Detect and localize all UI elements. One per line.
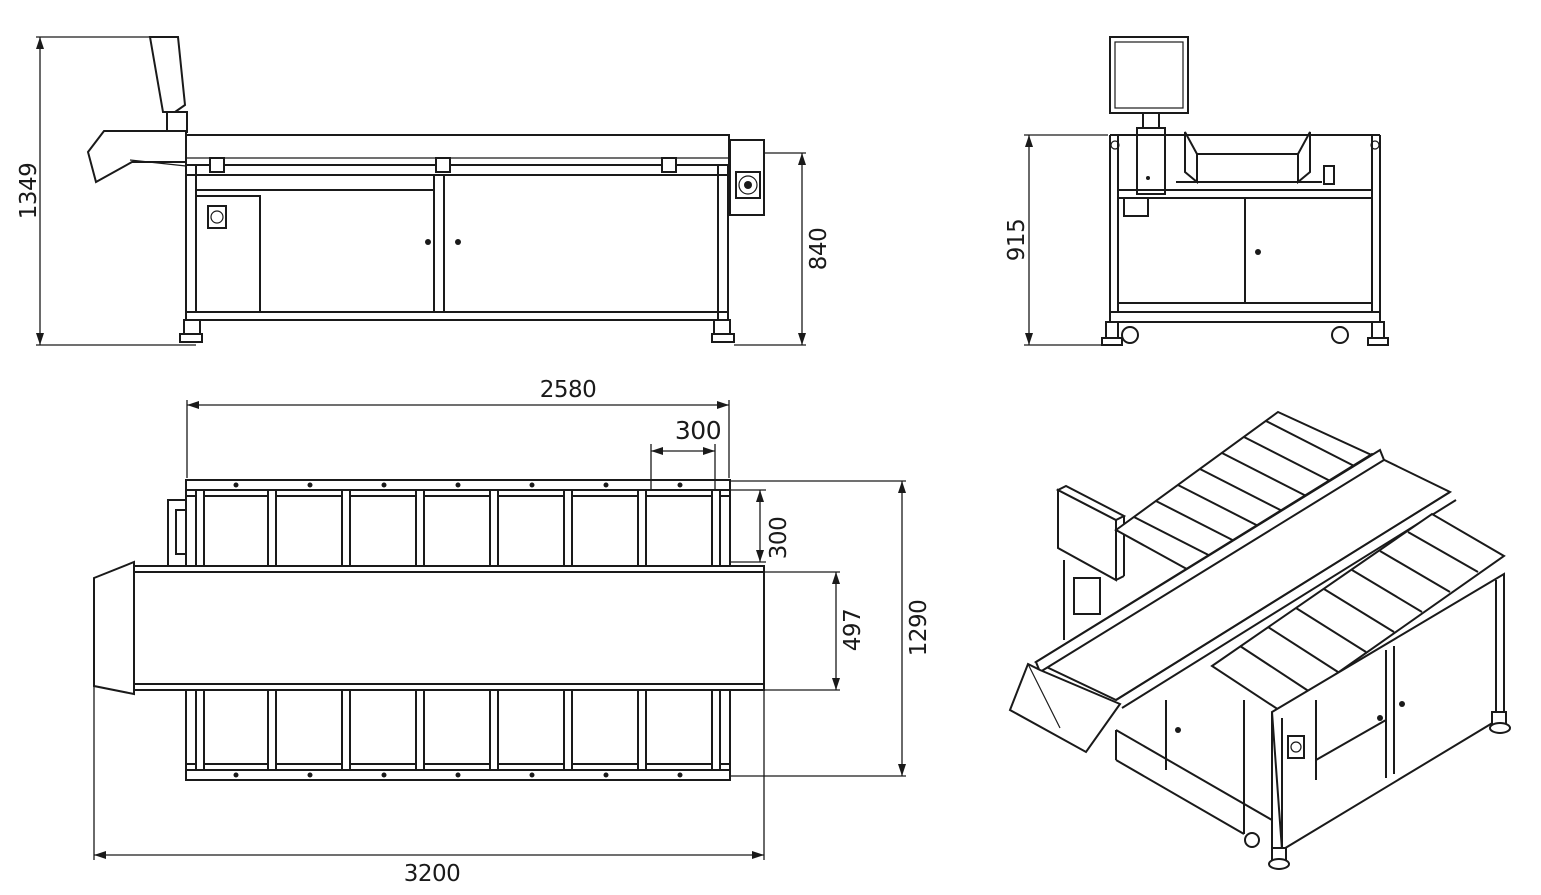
dim-side-frame-height: 840 [806, 228, 832, 270]
dim-total-length: 3200 [404, 861, 461, 887]
isometric-view [1008, 410, 1511, 870]
side-elevation-view [36, 36, 806, 346]
lower-bay-dividers [195, 689, 721, 771]
dim-total-width: 1290 [906, 600, 932, 657]
dim-belt-width: 497 [840, 609, 866, 651]
upper-bay-dividers [195, 489, 721, 567]
dim-end-height: 915 [1004, 219, 1030, 261]
rivets [233, 482, 683, 778]
end-elevation-view [1024, 36, 1389, 346]
dim-bay-depth: 300 [766, 517, 792, 559]
dim-side-total-height: 1349 [16, 163, 42, 220]
dim-bay-pitch: 300 [675, 416, 721, 445]
lower-ramp-dividers [1239, 531, 1479, 693]
top-plan-view [93, 400, 906, 860]
dim-frame-length: 2580 [540, 377, 597, 403]
